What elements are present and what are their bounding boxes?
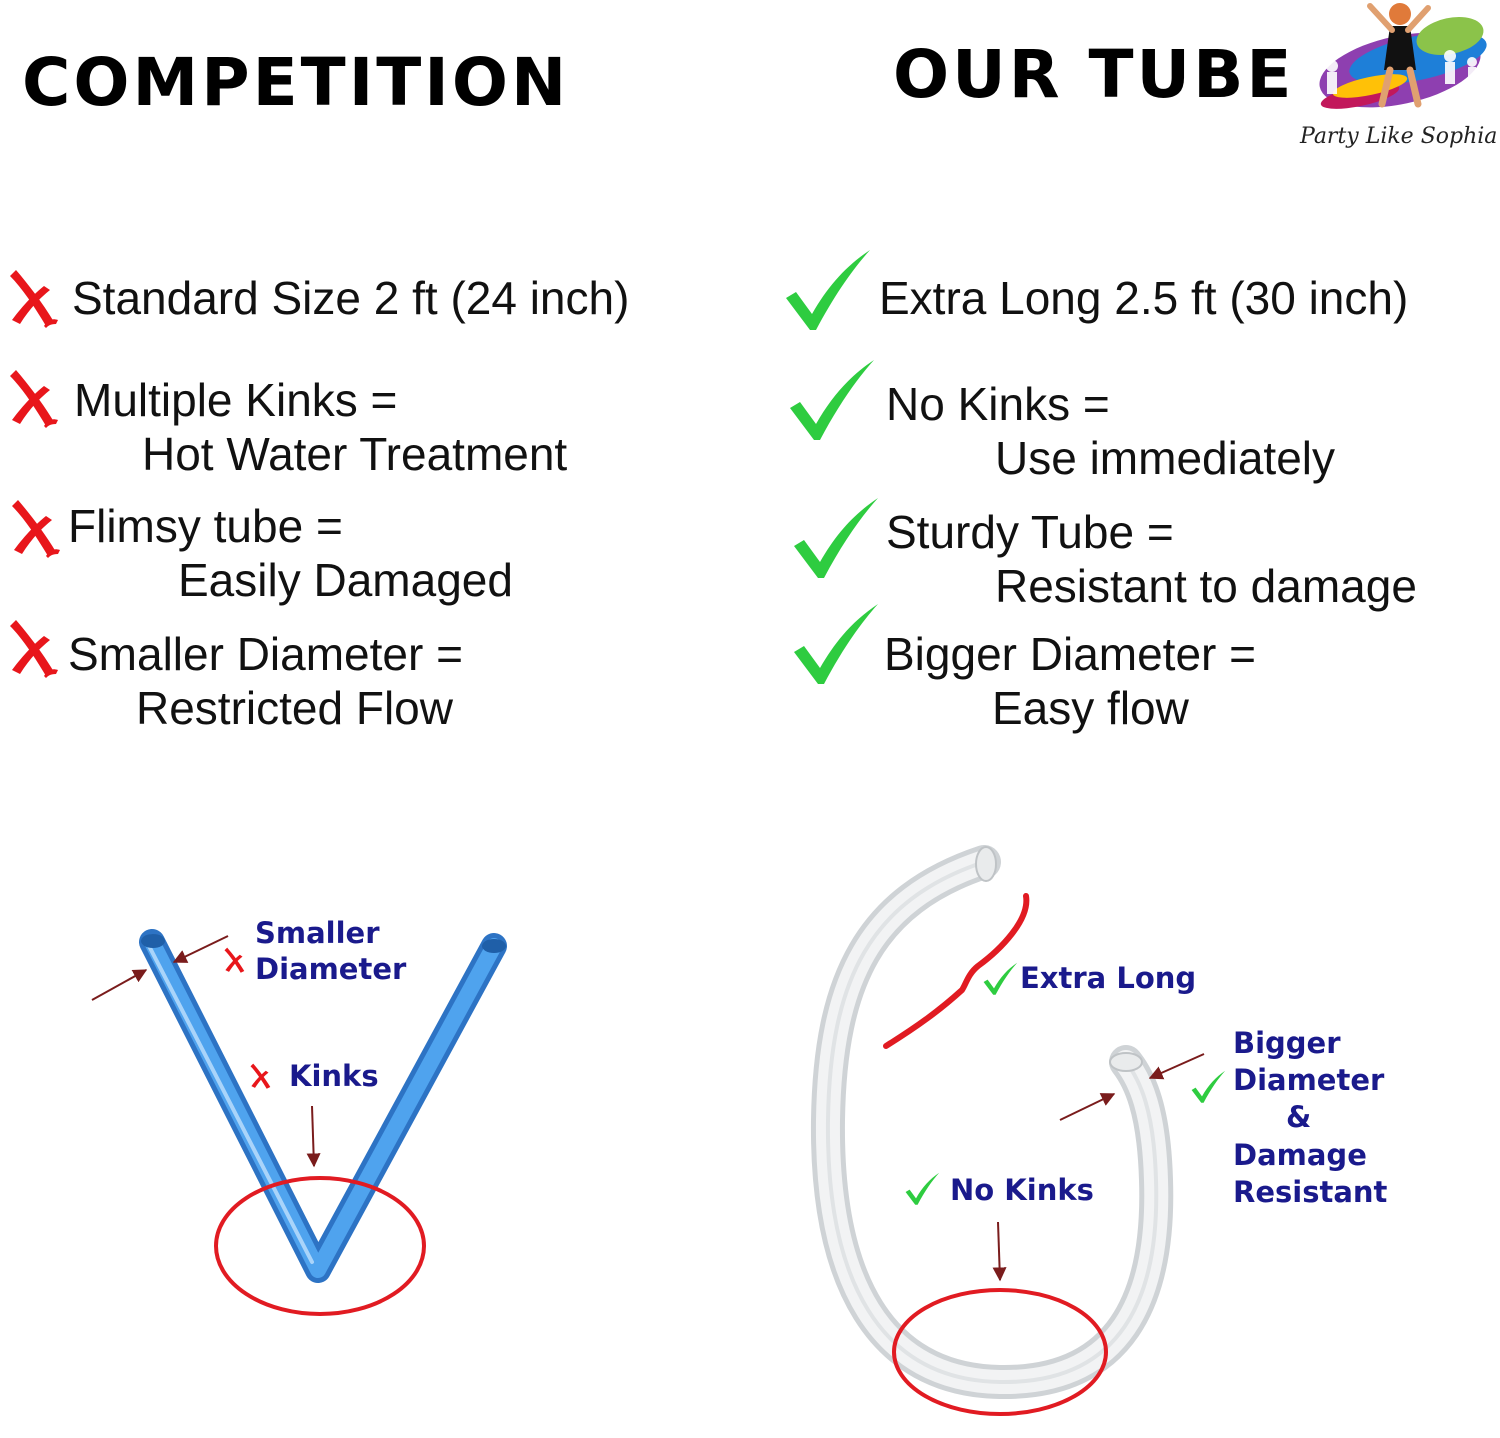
bigger-label-line4: Damage — [1233, 1138, 1367, 1172]
red-x-icon — [10, 620, 58, 678]
competitor-tube — [139, 929, 507, 1283]
smaller-diameter-label-line2: Diameter — [255, 952, 407, 986]
diameter-arrow — [91, 969, 148, 1001]
kinks-arrow — [306, 1105, 321, 1168]
logo-text: Party Like Sophia — [1300, 124, 1498, 149]
red-x-icon — [250, 1063, 271, 1089]
diameter-arrow — [1059, 1093, 1116, 1121]
diameter-arrow — [1148, 1053, 1205, 1080]
red-x-icon — [10, 270, 58, 328]
no-kinks-circle — [892, 1288, 1108, 1416]
red-x-icon — [224, 947, 245, 973]
our-feature-2-line2: Use immediately — [995, 432, 1335, 484]
competition-feature-4-line2: Restricted Flow — [136, 682, 453, 734]
our-feature-1: Extra Long 2.5 ft (30 inch) — [879, 272, 1409, 324]
competition-feature-2-line2: Hot Water Treatment — [142, 428, 568, 480]
red-x-icon — [10, 370, 58, 428]
competition-feature-3-line2: Easily Damaged — [178, 554, 513, 606]
our-feature-4-line2: Easy flow — [992, 682, 1189, 734]
no-kinks-arrow — [992, 1221, 1007, 1282]
green-check-icon — [786, 250, 870, 330]
bigger-label-line1: Bigger — [1233, 1026, 1341, 1060]
bigger-label-line3: & — [1286, 1100, 1312, 1134]
competition-heading: COMPETITION — [22, 44, 570, 121]
extra-length-bracket — [883, 893, 1030, 1049]
green-check-icon — [794, 498, 878, 578]
extra-long-label: Extra Long — [1020, 961, 1197, 995]
our-tube-heading: OUR TUBE — [893, 36, 1295, 113]
diameter-arrow — [172, 935, 229, 963]
green-check-icon — [790, 360, 874, 440]
our-feature-4-line1: Bigger Diameter = — [884, 628, 1256, 680]
our-feature-3-line2: Resistant to damage — [995, 560, 1417, 612]
no-kinks-label: No Kinks — [950, 1173, 1094, 1207]
competition-feature-1: Standard Size 2 ft (24 inch) — [72, 272, 630, 324]
bigger-label-line2: Diameter — [1233, 1063, 1385, 1097]
our-tube — [810, 845, 1174, 1400]
party-logo-icon — [1319, 3, 1487, 109]
brand-logo: Party Like Sophia — [1300, 0, 1500, 160]
red-x-icon — [12, 500, 60, 558]
bigger-label-line5: Resistant — [1233, 1175, 1388, 1209]
competition-feature-4-line1: Smaller Diameter = — [68, 628, 463, 680]
competition-feature-3-line1: Flimsy tube = — [68, 500, 343, 552]
competitor-kink-circle — [214, 1176, 426, 1316]
green-check-icon — [1191, 1070, 1226, 1103]
green-check-icon — [794, 604, 878, 684]
green-check-icon — [905, 1172, 940, 1205]
our-feature-3-line1: Sturdy Tube = — [886, 506, 1174, 558]
our-feature-2-line1: No Kinks = — [886, 378, 1110, 430]
competition-feature-2-line1: Multiple Kinks = — [74, 374, 398, 426]
kinks-label: Kinks — [289, 1059, 379, 1093]
green-check-icon — [983, 962, 1018, 995]
smaller-diameter-label-line1: Smaller — [255, 916, 380, 950]
